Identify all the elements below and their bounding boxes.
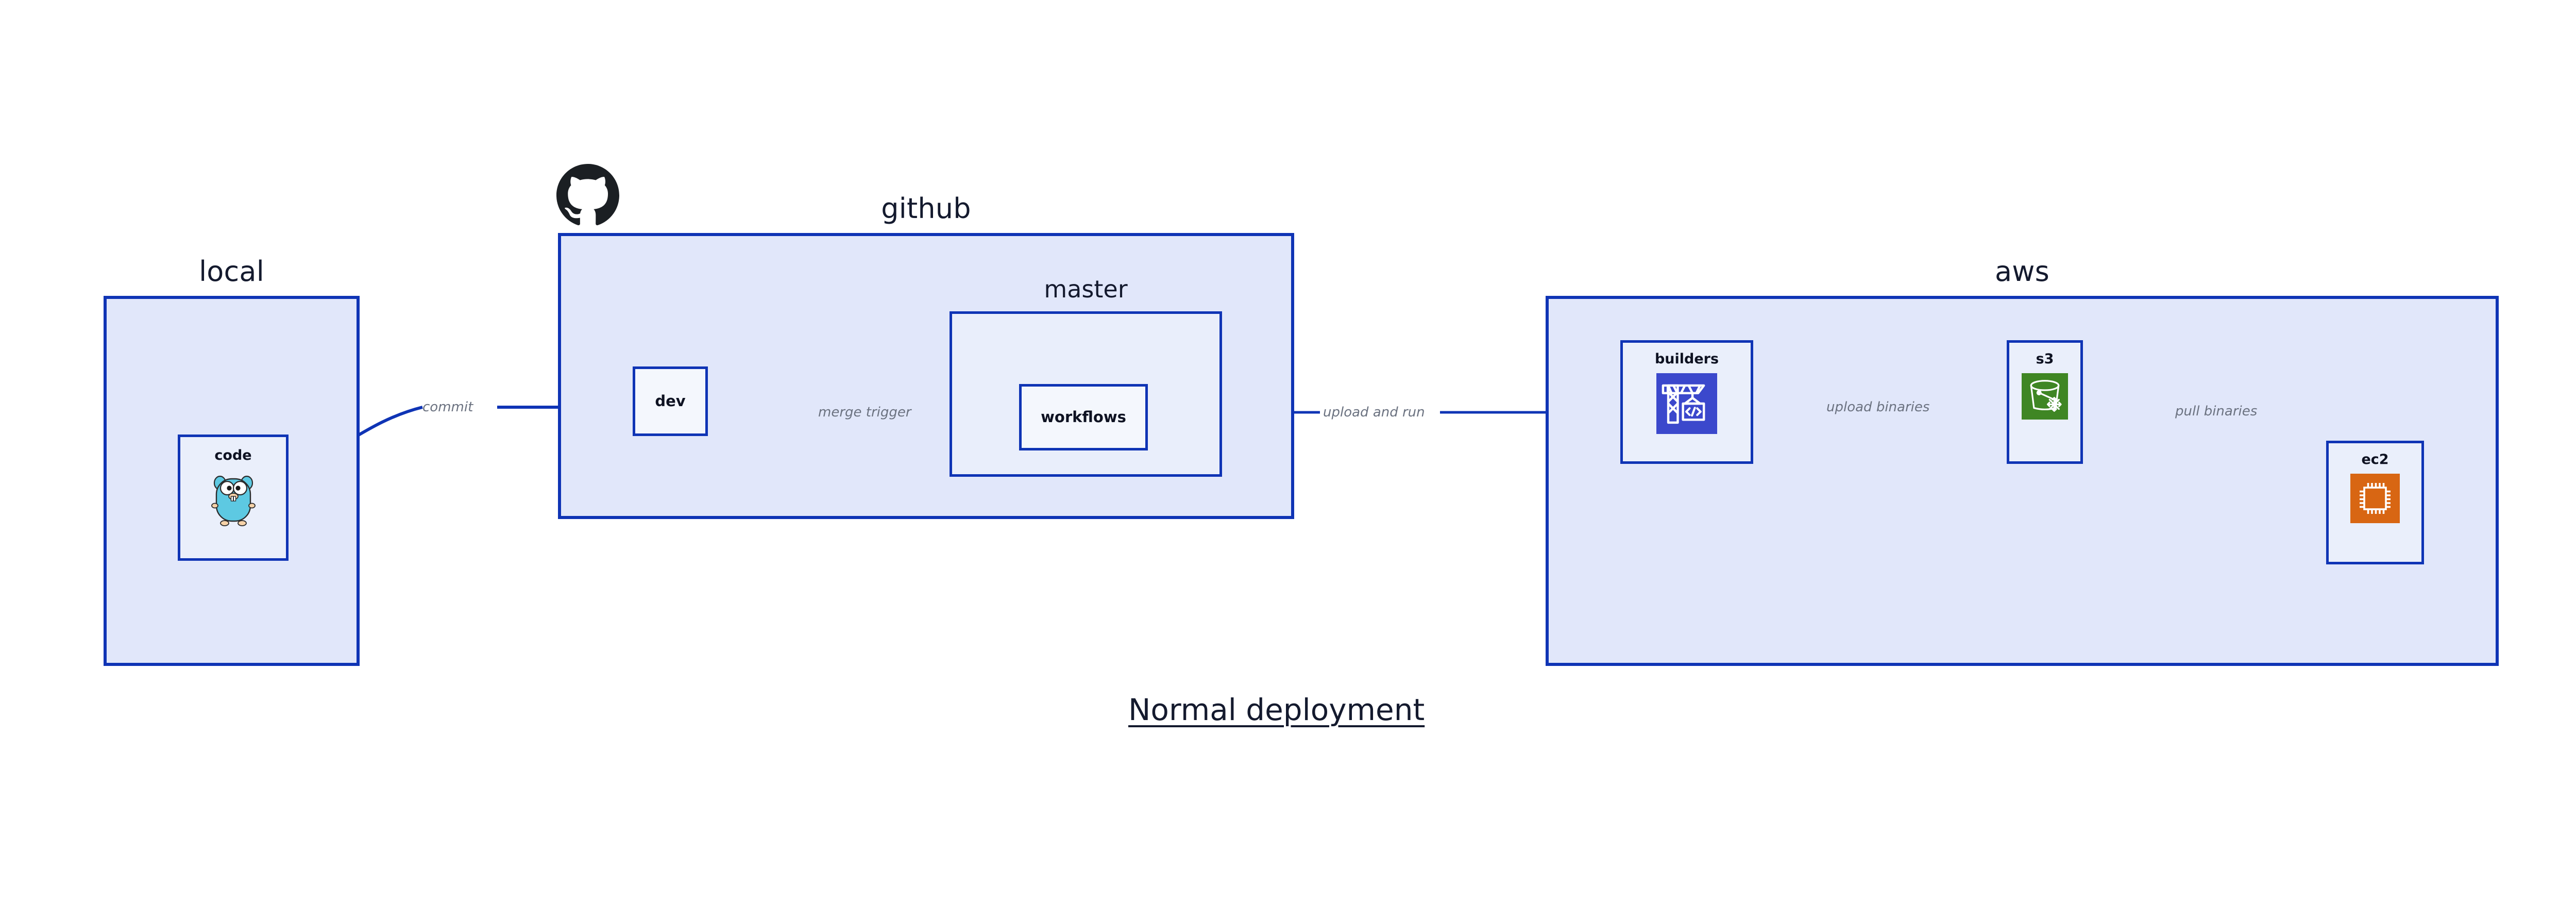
node-label-s3: s3 <box>2036 351 2054 367</box>
edge-label-commit: commit <box>422 399 473 415</box>
node-workflows[interactable]: workflows <box>1019 384 1148 450</box>
group-title-github: github <box>881 192 971 225</box>
diagram-caption: Normal deployment <box>1128 692 1425 727</box>
node-label-code: code <box>214 447 252 463</box>
edge-label-merge-trigger: merge trigger <box>818 405 911 420</box>
group-title-local: local <box>199 255 264 288</box>
node-label-ec2: ec2 <box>2361 452 2389 467</box>
group-title-master: master <box>1044 275 1128 303</box>
golang-gopher-icon <box>211 475 256 526</box>
node-builders[interactable]: builders <box>1620 340 1753 464</box>
node-ec2[interactable]: ec2 <box>2326 441 2424 564</box>
node-label-workflows: workflows <box>1041 408 1126 426</box>
edge-label-pull-binaries: pull binaries <box>2175 404 2258 419</box>
aws-ec2-icon <box>2350 474 2400 523</box>
node-s3[interactable]: s3 <box>2007 340 2083 464</box>
node-label-dev: dev <box>655 392 686 410</box>
node-dev[interactable]: dev <box>633 366 708 436</box>
aws-codebuild-icon <box>1656 373 1717 434</box>
group-title-aws: aws <box>1995 255 2049 288</box>
node-code[interactable]: code <box>178 435 289 561</box>
edge-label-upload-binaries: upload binaries <box>1826 399 1930 415</box>
aws-s3-glacier-icon <box>2022 373 2068 420</box>
github-octocat-logo <box>556 164 619 225</box>
node-label-builders: builders <box>1654 351 1719 367</box>
edge-label-upload-and-run: upload and run <box>1323 405 1425 420</box>
